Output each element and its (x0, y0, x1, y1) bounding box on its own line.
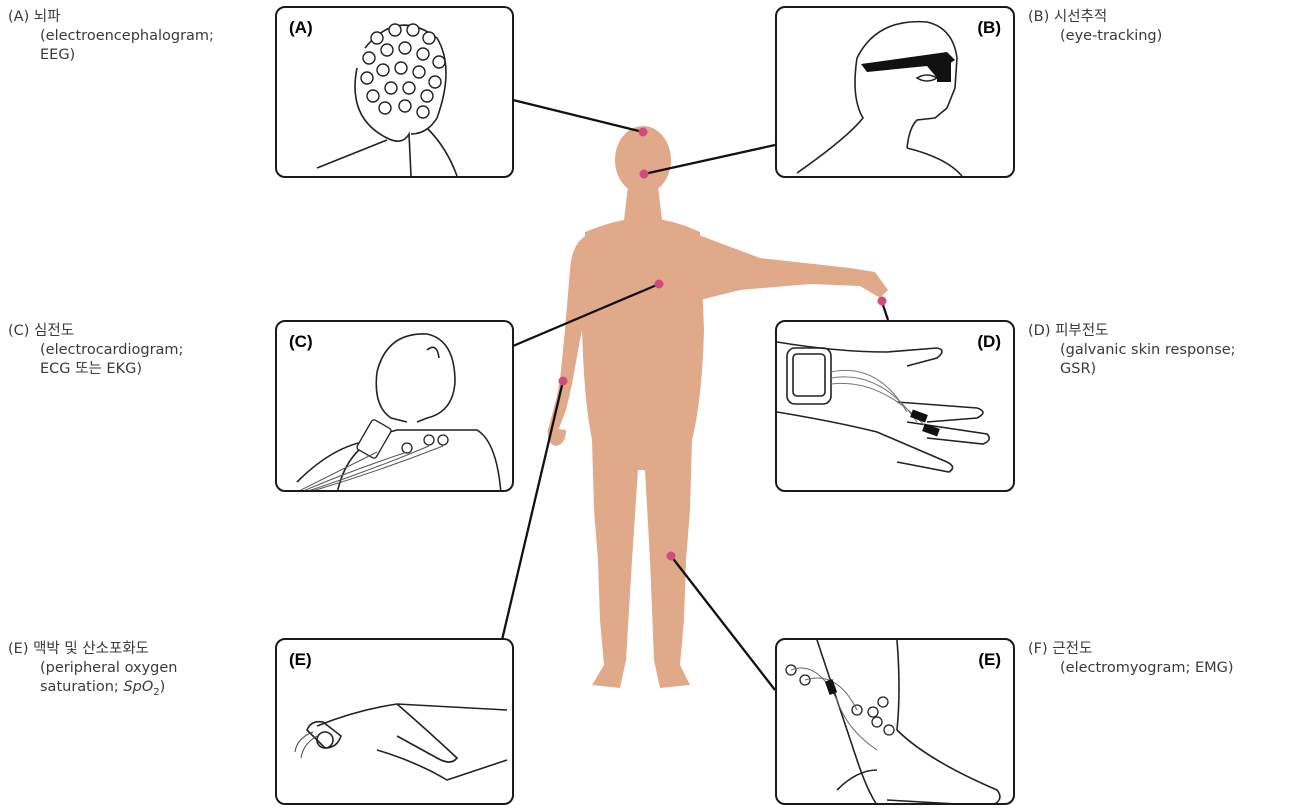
marker-fingers (878, 297, 887, 306)
connector-eeg (513, 100, 643, 132)
pulse-oximeter-illustration (277, 640, 514, 805)
gsr-illustration (777, 322, 1015, 492)
panel-eeg: (A) (275, 6, 514, 178)
marker-chest (655, 280, 664, 289)
marker-eyes (640, 170, 649, 179)
eye-tracker-illustration (777, 8, 1015, 178)
panel-spo2: (E) (275, 638, 514, 805)
marker-head-top (639, 128, 648, 137)
panel-emg: (E) (775, 638, 1015, 805)
panel-eye-tracking: (B) (775, 6, 1015, 178)
ecg-illustration (277, 322, 514, 492)
marker-wrist (559, 377, 568, 386)
eeg-cap-illustration (277, 8, 514, 178)
emg-illustration (777, 640, 1015, 805)
connector-emg (671, 556, 775, 690)
marker-leg (667, 552, 676, 561)
panel-gsr: (D) (775, 320, 1015, 492)
panel-ecg: (C) (275, 320, 514, 492)
